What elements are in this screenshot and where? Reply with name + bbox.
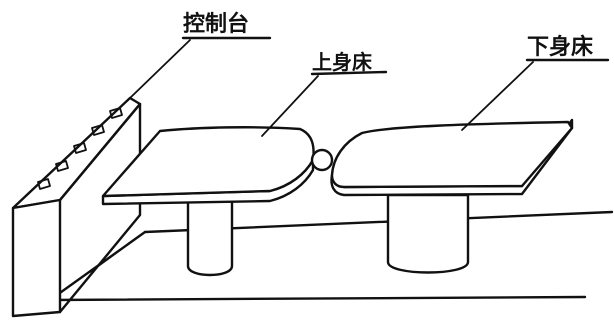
lower-bed (330, 118, 574, 197)
upper-bed-label-underline (310, 70, 388, 76)
lower-bed-label: 下身床 (527, 35, 594, 60)
console-label: 控制台 (183, 12, 250, 37)
console-button (73, 142, 87, 154)
upper-bed-column (186, 196, 234, 277)
bed-hinge (310, 148, 334, 172)
console-button (37, 178, 51, 190)
lower-bed-column (386, 193, 470, 274)
base-platform (48, 210, 614, 302)
lower-bed-leader (461, 61, 534, 131)
console-button (91, 124, 105, 136)
upper-bed-leader (261, 75, 319, 137)
upper-bed (101, 126, 315, 206)
console (11, 96, 142, 318)
console-buttons (37, 107, 123, 190)
console-button (109, 107, 123, 119)
console-leader (129, 39, 191, 99)
console-button (55, 160, 69, 172)
upper-bed-label: 上身床 (312, 50, 372, 74)
leader-lines (129, 36, 610, 137)
